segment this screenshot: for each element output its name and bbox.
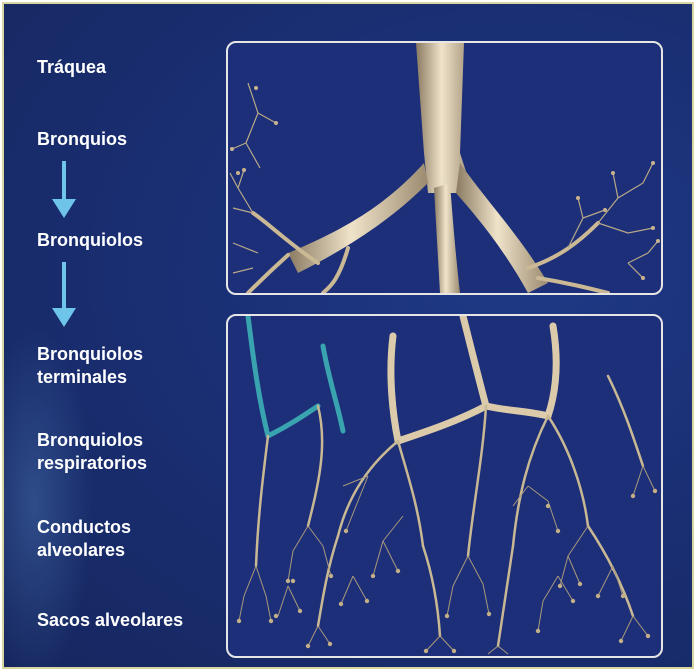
airway-panel-upper [226,41,663,295]
label-bronquios: Bronquios [37,128,127,151]
label-bronquiolos: Bronquiolos [37,229,143,252]
label-traquea: Tráquea [37,56,106,79]
label-bronquiolos-terminales: Bronquiolos terminales [37,343,143,389]
down-arrow-icon [51,262,77,328]
label-bronquiolos-respiratorios: Bronquiolos respiratorios [37,429,147,475]
bronchiole-tree-illustration [228,316,661,656]
label-sacos-alveolares: Sacos alveolares [37,609,183,632]
trachea-bronchi-illustration [228,43,661,293]
down-arrow-icon [51,161,77,219]
label-conductos-alveolares: Conductos alveolares [37,516,131,562]
airway-panel-lower [226,314,663,658]
